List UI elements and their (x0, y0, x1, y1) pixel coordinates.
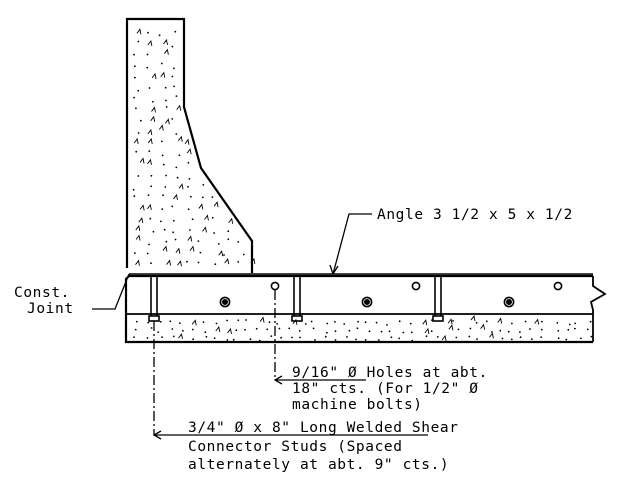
shear-connector-studs (148, 276, 444, 322)
angle-leader (329, 213, 372, 276)
const-joint-label-line2: Joint (27, 301, 74, 317)
bolt-symbol (219, 296, 231, 308)
bolt-hole (553, 281, 563, 291)
bolt-hole (270, 281, 280, 291)
bolt-hole (411, 281, 421, 291)
studs-label-line2: Connector Studs (Spaced (188, 439, 403, 455)
bolt-holes-upper (270, 281, 563, 291)
shear-stud (148, 276, 160, 322)
shear-stud (291, 276, 303, 322)
bolt-symbol (503, 296, 515, 308)
shear-stud (432, 276, 444, 322)
break-line (589, 276, 607, 342)
concrete-stipple-wall (132, 28, 256, 267)
holes-label-line3: machine bolts) (292, 397, 423, 413)
bolt-symbol (361, 296, 373, 308)
studs-leader (152, 321, 428, 440)
studs-label-line3: alternately at abt. 9" cts.) (188, 457, 449, 473)
deck-slab-outline (124, 274, 593, 344)
holes-label-line2: 18" cts. (For 1/2" Ø (292, 381, 479, 397)
bolts-lower (219, 296, 515, 308)
const-joint-leader (92, 273, 130, 310)
angle-label: Angle 3 1/2 x 5 x 1/2 (377, 207, 573, 223)
parapet-wall-outline (125, 17, 254, 273)
studs-label-line1: 3/4" Ø x 8" Long Welded Shear (188, 420, 459, 436)
concrete-stipple-slab (133, 314, 593, 342)
const-joint-label-line1: Const. (14, 285, 70, 301)
holes-leader (273, 290, 366, 385)
holes-label-line1: 9/16" Ø Holes at abt. (292, 365, 488, 381)
